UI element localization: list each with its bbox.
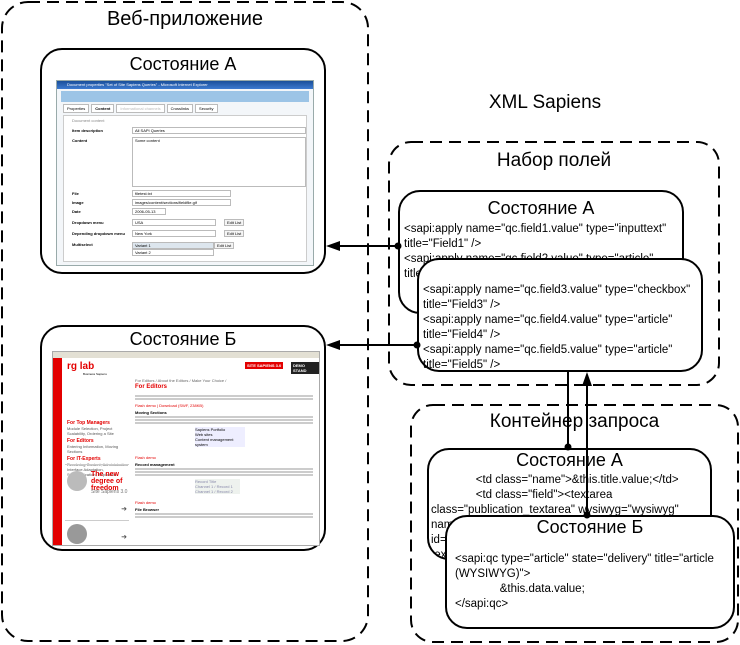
- main-content: Flash demo | Download (SWF, 238KB) Movin…: [135, 394, 313, 519]
- web-state-a-title: Состояние А: [129, 54, 237, 74]
- field-label: Date: [72, 209, 81, 214]
- version-badge: SITE SAPIENS 3.0: [245, 362, 284, 369]
- promo-second[interactable]: ➜: [65, 520, 129, 545]
- depending-dropdown-select[interactable]: New York: [132, 230, 216, 237]
- menu-heading-editors[interactable]: For Editors: [67, 438, 94, 444]
- breadcrumb[interactable]: For Editors / About the Editors / Make Y…: [135, 378, 227, 383]
- field-label: File: [72, 191, 79, 196]
- section-link[interactable]: Flash demo: [135, 500, 156, 505]
- date-input[interactable]: 2006-05-13: [132, 208, 166, 215]
- request-state-b-code: <sapi:qc type="article" state="delivery"…: [455, 553, 714, 610]
- browser-toolbar: [53, 352, 319, 358]
- field-label: Depending dropdown menu: [72, 231, 125, 236]
- section-link[interactable]: Flash demo | Download (SWF, 238KB): [135, 403, 204, 408]
- tab-informational-channels[interactable]: Informational channels: [116, 104, 165, 113]
- promo-freedom[interactable]: The new degree of freedom Site Sapiens 3…: [65, 464, 129, 519]
- content-textarea[interactable]: Some content: [132, 137, 306, 187]
- web-state-b-title: Состояние Б: [129, 329, 237, 349]
- field-set-state-b-code: <sapi:apply name="qc.field3.value" type=…: [423, 284, 691, 371]
- content-form: Document content Item description All SA…: [63, 115, 307, 262]
- table-row[interactable]: Record Title: [195, 479, 217, 484]
- tab-properties[interactable]: Properties: [63, 104, 90, 113]
- field-label: Dropdown menu: [72, 220, 104, 225]
- arrow-request-b-to-field-set: [582, 372, 592, 519]
- field-label: Content: [72, 138, 88, 143]
- demo-badge: DEMO STAND: [291, 362, 319, 374]
- menu-heading-it-experts[interactable]: For IT-Experts: [67, 456, 101, 462]
- arrow-right-icon[interactable]: ➜: [121, 506, 127, 513]
- tab-crosslinks[interactable]: Crosslinks: [166, 104, 194, 113]
- request-state-b-title: Состояние Б: [536, 517, 644, 537]
- arrow-right-icon[interactable]: ➜: [121, 534, 127, 541]
- edit-list-button[interactable]: Edit List: [214, 242, 235, 249]
- document-properties-screenshot: Document properties "Set of Site Sapiens…: [56, 80, 314, 266]
- promo-subtitle: Site Sapiens 3.0: [91, 489, 128, 495]
- field-set-title: Набор полей: [496, 150, 612, 171]
- logo-subtitle: Business Sapiens: [83, 372, 107, 376]
- link-field-set-to-request-a: [564, 372, 572, 451]
- web-app-title: Веб-приложение: [106, 8, 264, 30]
- section-heading: Record management: [135, 462, 175, 467]
- tab-bar: Properties Content Informational channel…: [63, 104, 307, 113]
- item-description-input[interactable]: All SAPI Queries: [132, 127, 306, 134]
- promo-title: The new degree of freedom: [91, 471, 123, 492]
- field-label: Item description: [72, 128, 103, 133]
- file-input[interactable]: filetest.txt: [132, 190, 231, 197]
- menu-heading-top-managers[interactable]: For Top Managers: [67, 420, 110, 426]
- globe-image: [67, 524, 87, 544]
- field-set-state-b-box: <sapi:apply name="qc.field3.value" type=…: [417, 258, 703, 372]
- field-set-state-a-title: Состояние А: [487, 198, 595, 218]
- field-label: Multiselect: [72, 242, 93, 247]
- request-container-group-border: [410, 404, 739, 643]
- section-link[interactable]: Flash demo: [135, 455, 156, 460]
- edit-list-button[interactable]: Edit List: [224, 230, 245, 237]
- dropdown-select[interactable]: USA: [132, 219, 216, 226]
- logo: rg lab: [67, 361, 95, 372]
- page-heading: For Editors: [135, 384, 168, 390]
- tree-item[interactable]: Sapiens Portfolio: [195, 427, 226, 432]
- toolbar: [61, 91, 309, 102]
- multiselect-option[interactable]: Variant 2: [132, 249, 214, 256]
- section-heading: File Browser: [135, 507, 160, 512]
- tree-widget: Sapiens Portfolio Web sites Content mana…: [195, 427, 245, 447]
- window-title: Document properties "Set of Site Sapiens…: [57, 81, 313, 89]
- table-row[interactable]: Channel 1 / Record 1: [195, 484, 233, 489]
- fieldset-legend: Document content: [72, 118, 105, 123]
- request-container-title: Контейнер запроса: [489, 411, 660, 432]
- arrow-field-set-a-to-web-a: [326, 241, 402, 251]
- menu-text: Entering Information, Moving Sections: [67, 444, 119, 454]
- tab-security[interactable]: Security: [195, 104, 218, 113]
- tree-item[interactable]: Web sites: [195, 432, 213, 437]
- xml-sapiens-title: XML Sapiens: [488, 92, 602, 113]
- request-state-b-box: Состояние Б <sapi:qc type="article" stat…: [445, 515, 735, 629]
- rg-lab-website-screenshot: rg lab Business Sapiens SITE SAPIENS 3.0…: [52, 351, 320, 546]
- table-row[interactable]: Channel 1 / Record 2: [195, 489, 233, 494]
- cd-image: [67, 471, 87, 491]
- section-heading: Moving Sections: [135, 410, 167, 415]
- request-state-a-title: Состояние А: [516, 450, 623, 470]
- web-state-a-box: Состояние А Document properties "Set of …: [40, 48, 326, 274]
- tab-content[interactable]: Content: [91, 104, 115, 113]
- multiselect-option[interactable]: Variant 1: [132, 242, 214, 249]
- tree-item[interactable]: Content management system: [195, 437, 234, 447]
- records-table: Record Title Channel 1 / Record 1 Channe…: [195, 479, 240, 494]
- web-app-group-border: [1, 1, 369, 642]
- red-sidebar: [53, 358, 62, 545]
- menu-text: Module Selection, Project Scalability, O…: [67, 426, 114, 436]
- image-input[interactable]: images/content/sections/fieldfile.gif: [132, 199, 231, 206]
- field-label: Image: [72, 200, 84, 205]
- edit-list-button[interactable]: Edit List: [224, 219, 245, 226]
- arrow-field-set-b-to-web-b: [326, 340, 421, 350]
- web-state-b-box: Состояние Б rg lab Business Sapiens SITE…: [40, 325, 326, 551]
- field-set-group-border: [388, 141, 720, 386]
